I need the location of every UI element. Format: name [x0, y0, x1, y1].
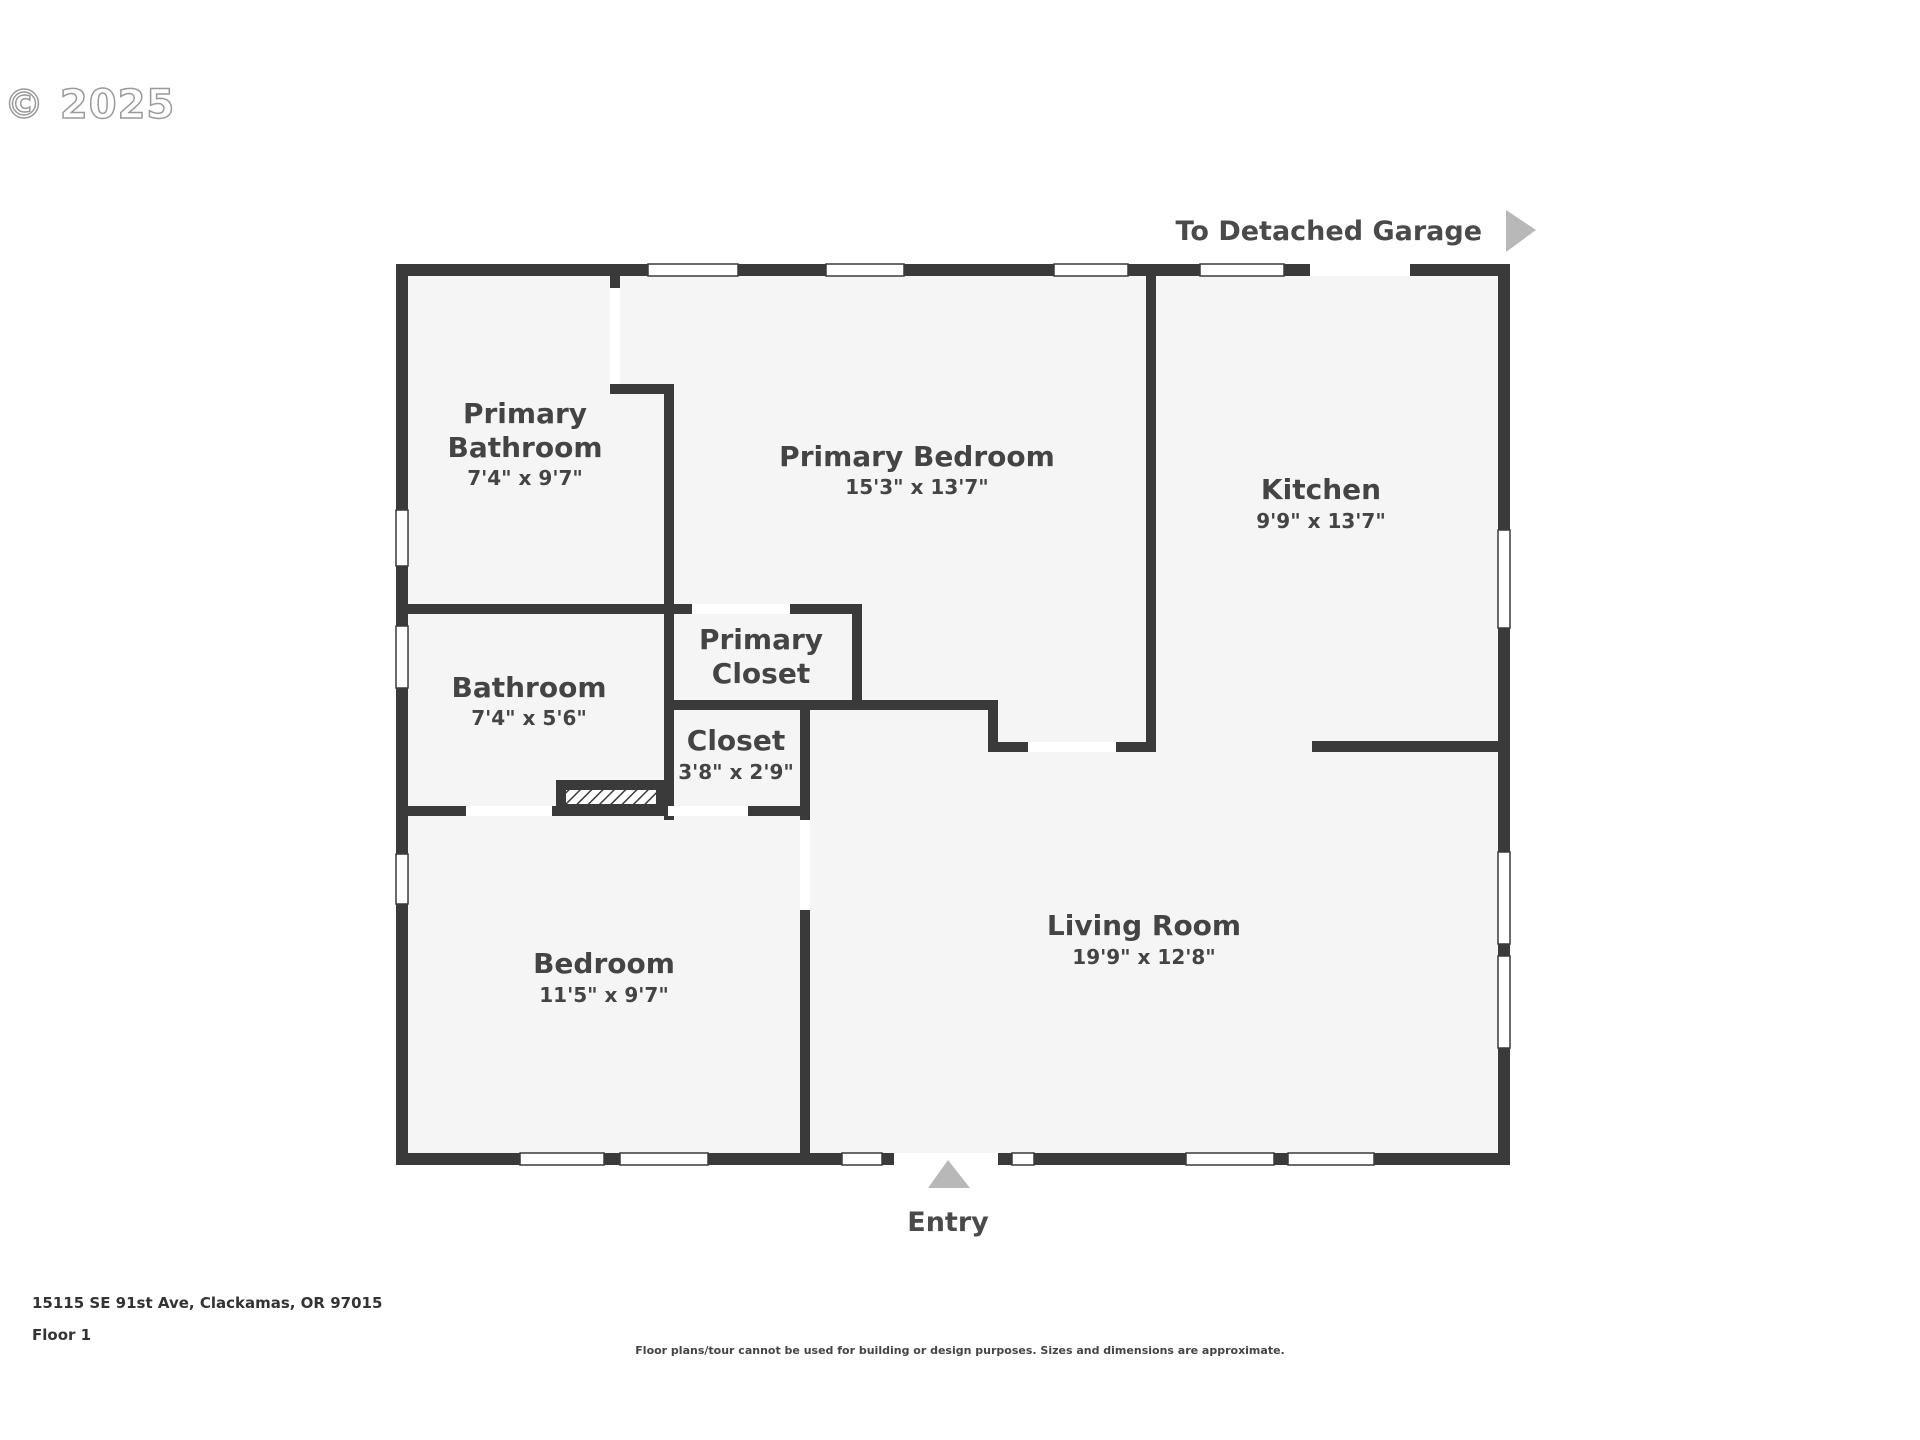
disclaimer-text: Floor plans/tour cannot be used for buil…: [635, 1344, 1285, 1357]
openings: [395, 263, 1511, 1166]
window: [395, 853, 409, 905]
window: [619, 1152, 709, 1166]
room-living-room-dims: 19'9" x 12'8": [1072, 945, 1215, 969]
door-opening: [800, 820, 810, 910]
garage-arrow-icon: [1506, 210, 1536, 252]
window: [1011, 1152, 1035, 1166]
window: [395, 625, 409, 689]
wall-bath-bedroom-left: [402, 806, 466, 816]
window: [1287, 1152, 1375, 1166]
room-primary-bedroom-name: Primary Bedroom: [779, 440, 1055, 473]
window: [1497, 529, 1511, 629]
room-primary-bathroom-dims: 7'4" x 9'7": [467, 466, 583, 490]
entry-label: Entry: [907, 1207, 989, 1238]
door-opening: [466, 806, 552, 816]
window: [1497, 851, 1511, 945]
room-primary-bathroom-name-1: Primary: [463, 397, 587, 430]
wall-pcloset-top: [790, 604, 862, 614]
wall-pbath-bath: [402, 604, 692, 614]
door-opening: [1028, 742, 1116, 752]
wall-pcloset-bottom: [664, 700, 998, 710]
wall-closet-right: [800, 704, 810, 820]
floor-label: Floor 1: [32, 1326, 92, 1344]
garage-label: To Detached Garage: [1176, 216, 1482, 247]
room-primary-bedroom-dims: 15'3" x 13'7": [845, 475, 988, 499]
room-primary-bathroom-name-2: Bathroom: [447, 431, 602, 464]
wall-pbath-step: [610, 384, 674, 394]
address-text: 15115 SE 91st Ave, Clackamas, OR 97015: [32, 1294, 383, 1312]
chimney-hatch: [566, 790, 656, 804]
wall-bedroom-bottom-right: [1116, 742, 1156, 752]
window: [519, 1152, 605, 1166]
window: [647, 263, 739, 277]
room-kitchen-name: Kitchen: [1261, 473, 1381, 506]
window: [395, 509, 409, 567]
room-primary-closet-name-1: Primary: [699, 623, 823, 656]
entry-arrow-icon: [928, 1160, 970, 1188]
wall-bedroom-living-step: [988, 700, 998, 752]
door-opening: [668, 806, 748, 816]
door-opening: [692, 604, 790, 614]
room-primary-closet-name-2: Closet: [712, 657, 810, 690]
room-bedroom-name: Bedroom: [533, 947, 675, 980]
room-kitchen-dims: 9'9" x 13'7": [1256, 509, 1386, 533]
wall-closet-bottom-right: [748, 806, 810, 816]
wall-bedroom-living: [800, 910, 810, 1160]
room-closet-name: Closet: [687, 724, 785, 757]
entry-door-opening: [894, 1153, 998, 1165]
room-closet-dims: 3'8" x 2'9": [678, 760, 794, 784]
wall-bedroom-kitchen: [1146, 270, 1156, 752]
floor-area: [400, 270, 1510, 1160]
room-bedroom-dims: 11'5" x 9'7": [539, 983, 669, 1007]
window: [1053, 263, 1129, 277]
exterior-wall-left: [396, 264, 408, 1165]
wall-pcloset-right: [852, 604, 862, 710]
wall-kitchen-living: [1312, 741, 1504, 752]
window: [1199, 263, 1285, 277]
copyright-watermark: © 2025: [3, 81, 176, 129]
wall-bedroom-bottom: [988, 742, 1028, 752]
wall-pbath-stub: [610, 270, 620, 288]
window: [841, 1152, 883, 1166]
room-bathroom-name: Bathroom: [451, 671, 606, 704]
door-opening: [1310, 264, 1410, 276]
window: [1497, 955, 1511, 1049]
door-opening: [610, 288, 620, 384]
window: [1185, 1152, 1275, 1166]
wall-bath-closet: [664, 604, 674, 820]
wall-bath-bedroom-mid: [552, 806, 668, 816]
room-bathroom-dims: 7'4" x 5'6": [471, 706, 587, 730]
window: [825, 263, 905, 277]
wall-pbath-bedroom: [664, 384, 674, 614]
room-living-room-name: Living Room: [1047, 909, 1241, 942]
